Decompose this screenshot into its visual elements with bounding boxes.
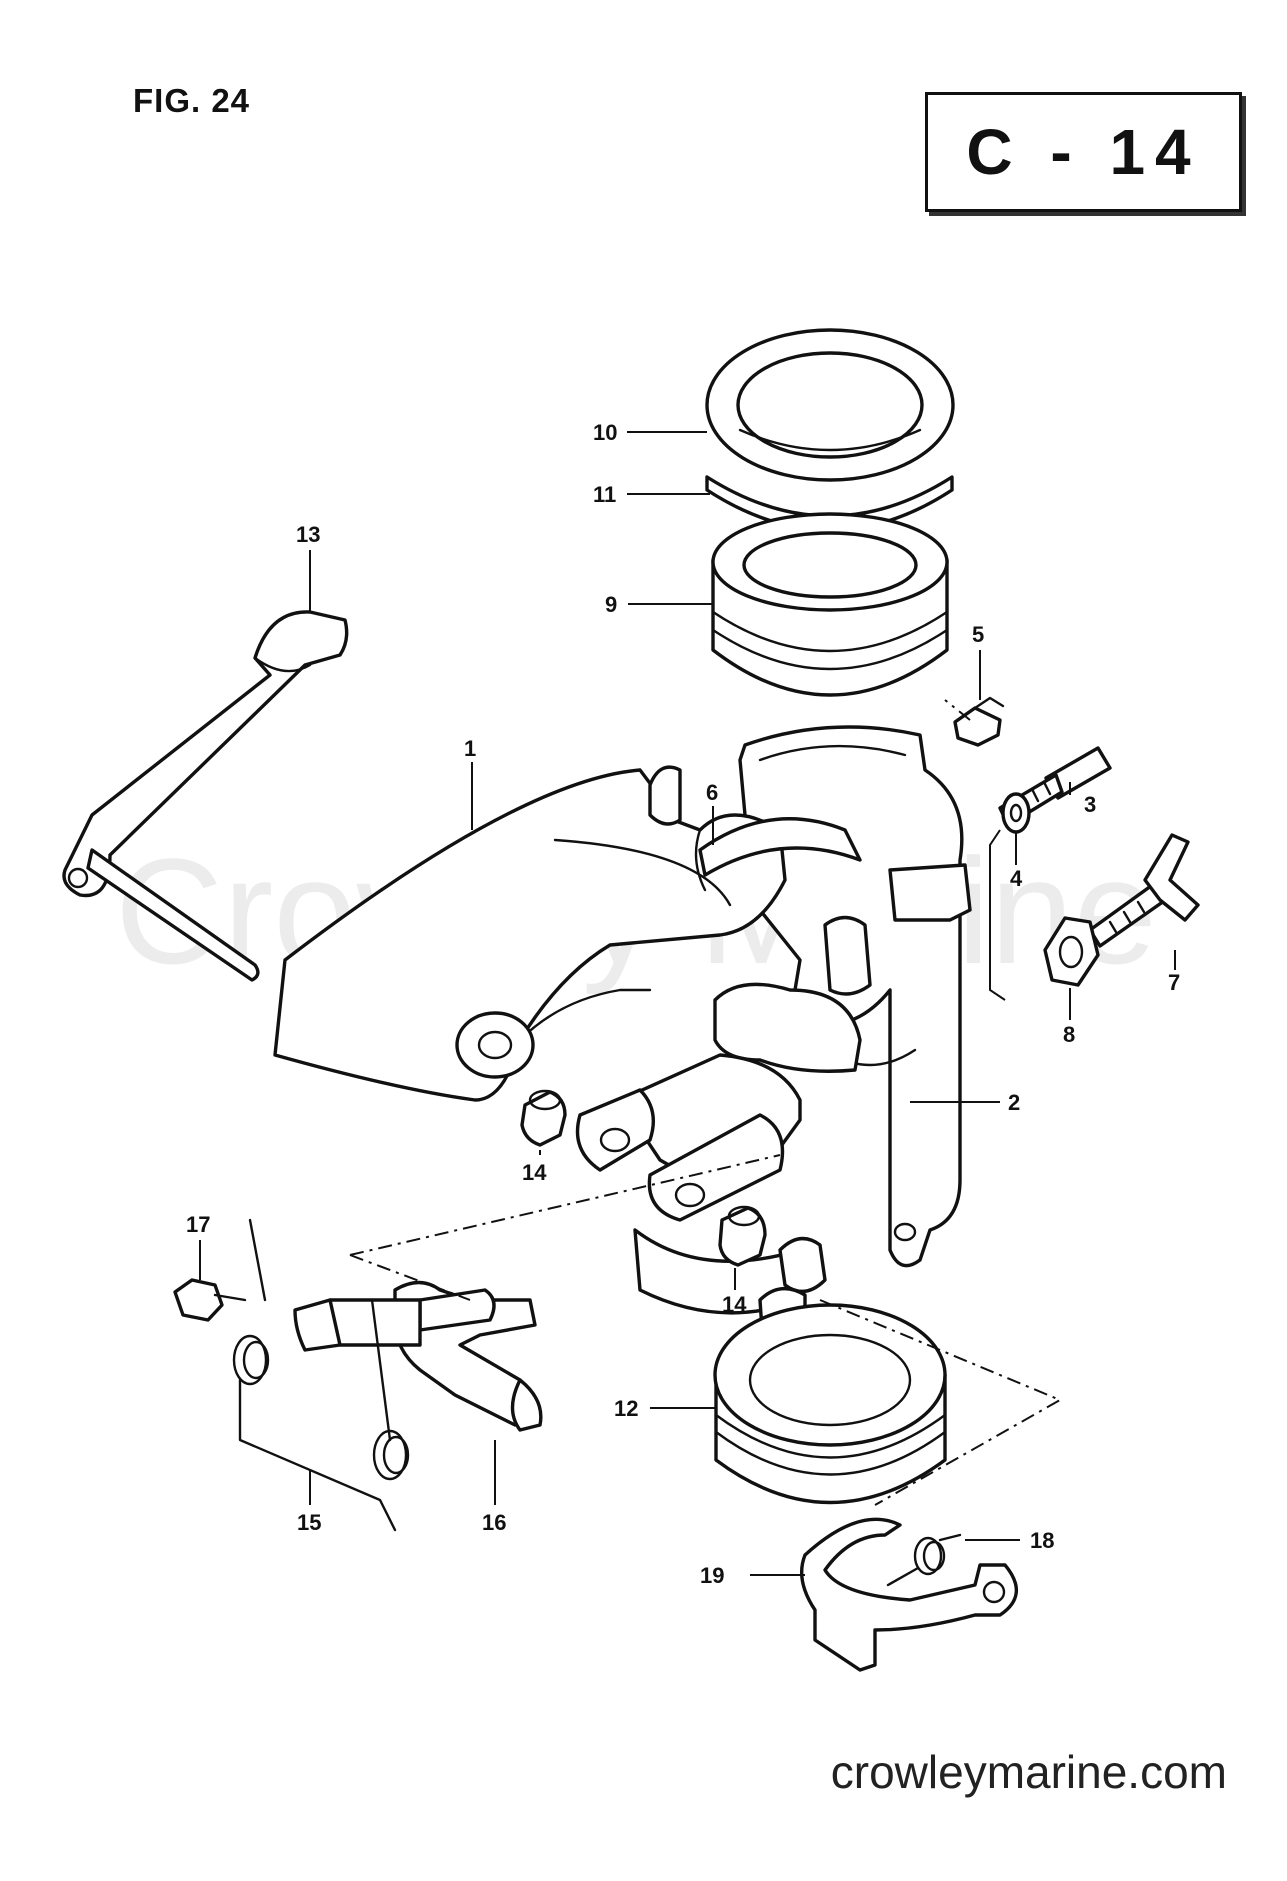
part-4-washer bbox=[1001, 792, 1031, 834]
part-10-ring bbox=[705, 328, 955, 482]
callout-13: 13 bbox=[296, 522, 320, 547]
callout-7: 7 bbox=[1168, 970, 1180, 995]
part-9-bushing bbox=[711, 512, 949, 697]
part-19-stopper-plate bbox=[800, 1517, 1019, 1672]
callout-8: 8 bbox=[1063, 1022, 1075, 1047]
callout-4: 4 bbox=[1010, 866, 1023, 891]
part-1-arm-lower bbox=[575, 1053, 802, 1315]
part-1-swivel-arm bbox=[273, 765, 872, 1102]
part-17-nut bbox=[173, 1278, 247, 1322]
part-14-bushing-upper bbox=[520, 1089, 567, 1147]
callout-10: 10 bbox=[593, 420, 617, 445]
part-13-tilt-lever bbox=[62, 610, 349, 982]
callout-11: 11 bbox=[593, 482, 616, 507]
part-7-wing-bolt bbox=[1088, 833, 1200, 948]
callout-2: 2 bbox=[1008, 1090, 1020, 1115]
guide-line-tilt-lock-lower bbox=[349, 1254, 471, 1301]
section-code-box: C - 14 bbox=[925, 92, 1242, 212]
part-8-nut bbox=[1043, 916, 1100, 987]
leader-lines bbox=[199, 431, 1176, 1576]
callout-15: 15 bbox=[297, 1510, 321, 1535]
callout-5: 5 bbox=[972, 622, 984, 647]
part-16-tilt-pin bbox=[293, 1280, 543, 1432]
section-code: C - 14 bbox=[966, 116, 1201, 188]
callout-12: 12 bbox=[614, 1396, 638, 1421]
callouts: 1 2 3 4 5 6 7 8 9 10 11 12 13 14 14 15 1… bbox=[186, 420, 1180, 1588]
callout-6: 6 bbox=[706, 780, 718, 805]
callout-1: 1 bbox=[464, 736, 476, 761]
callout-14-lower: 14 bbox=[722, 1292, 747, 1317]
guide-line-nipple bbox=[944, 699, 971, 721]
callout-17: 17 bbox=[186, 1212, 210, 1237]
part-5-grease-nipple bbox=[953, 696, 1005, 747]
callout-19: 19 bbox=[700, 1563, 724, 1588]
part-6-liner bbox=[698, 817, 862, 877]
figure-label: FIG. 24 bbox=[133, 82, 251, 119]
callout-14-upper: 14 bbox=[522, 1160, 547, 1185]
website-link[interactable]: crowleymarine.com bbox=[830, 1746, 1227, 1798]
part-14-bushing-lower bbox=[718, 1205, 767, 1267]
callout-9: 9 bbox=[605, 592, 617, 617]
part-2-swivel-bracket bbox=[738, 725, 972, 1268]
callout-16: 16 bbox=[482, 1510, 506, 1535]
callout-18: 18 bbox=[1030, 1528, 1054, 1553]
part-18-spring bbox=[886, 1533, 962, 1587]
leader-bracket-4-8 bbox=[989, 829, 1006, 1001]
callout-3: 3 bbox=[1084, 792, 1096, 817]
part-12-lower-bushing bbox=[713, 1303, 947, 1505]
